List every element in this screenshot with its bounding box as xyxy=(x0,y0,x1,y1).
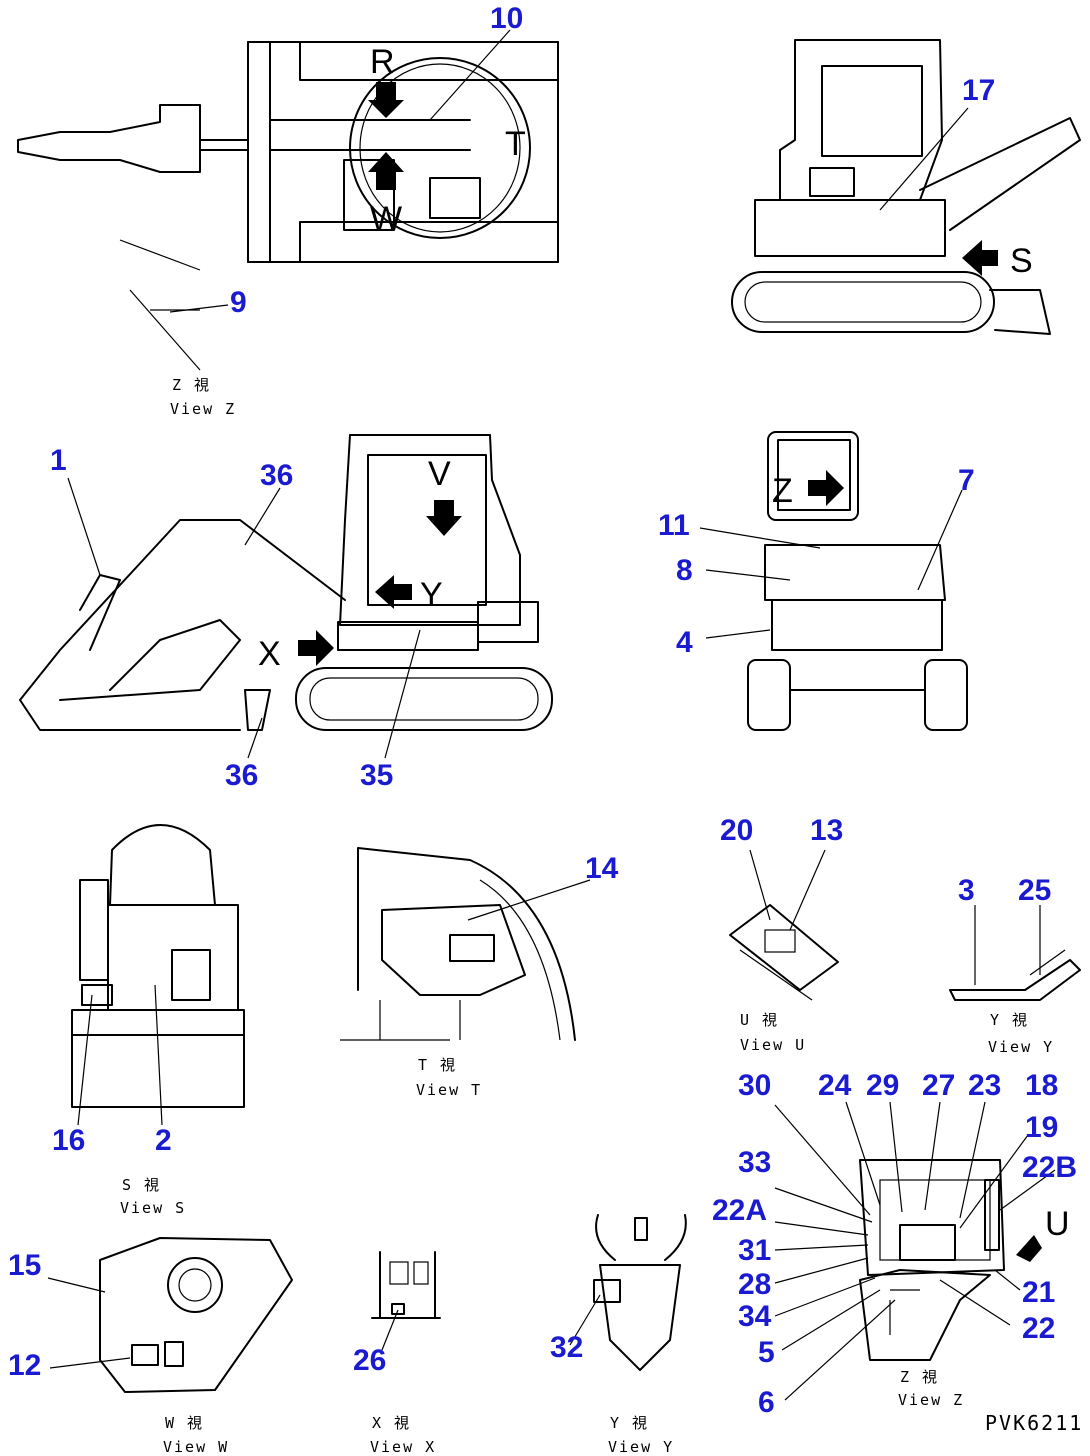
callout-16: 16 xyxy=(52,1124,85,1157)
callout-18: 18 xyxy=(1025,1069,1058,1102)
caption-u-en: View U xyxy=(740,1036,806,1054)
arrow-x xyxy=(298,630,334,666)
view-s-drawing xyxy=(71,824,245,1108)
callout-36-top: 36 xyxy=(260,459,293,492)
callout-3: 3 xyxy=(958,874,975,907)
caption-y-en: View Y xyxy=(608,1438,674,1456)
view-letter-r: R xyxy=(370,43,395,81)
callout-5: 5 xyxy=(758,1336,775,1369)
arrow-y xyxy=(375,575,412,609)
callout-31: 31 xyxy=(738,1234,771,1267)
callout-9: 9 xyxy=(230,286,247,319)
arrow-v xyxy=(426,500,462,536)
callout-20: 20 xyxy=(720,814,753,847)
callout-12: 12 xyxy=(8,1349,41,1382)
callout-numbers: 10 9 17 1 36 36 35 7 11 8 4 20 13 14 3 2… xyxy=(8,2,1077,1419)
caption-u-jp: U 視 xyxy=(740,1011,779,1029)
callout-19: 19 xyxy=(1025,1111,1058,1144)
callout-30: 30 xyxy=(738,1069,771,1102)
callout-6: 6 xyxy=(758,1386,775,1419)
callout-21: 21 xyxy=(1022,1276,1055,1309)
callout-25: 25 xyxy=(1018,874,1051,907)
caption-z-top-en: View Z xyxy=(170,400,236,418)
view-letter-v: V xyxy=(428,455,451,493)
callout-33: 33 xyxy=(738,1146,771,1179)
caption-z-top-jp: Z 視 xyxy=(172,376,211,394)
view-letter-t: T xyxy=(505,125,526,163)
view-captions: Z 視 View Z U 視 View U Y 視 View Y T 視 Vie… xyxy=(120,376,1054,1456)
view-letter-u: U xyxy=(1045,1205,1070,1243)
caption-z-jp: Z 視 xyxy=(900,1368,939,1386)
rear-side-machine-drawing xyxy=(731,39,1081,335)
callout-1: 1 xyxy=(50,444,67,477)
caption-x-jp: X 視 xyxy=(372,1414,411,1432)
callout-28: 28 xyxy=(738,1268,771,1301)
arrow-r xyxy=(368,82,404,118)
view-arrows xyxy=(298,82,1042,1262)
callout-8: 8 xyxy=(676,554,693,587)
view-y-small-drawing xyxy=(949,949,1081,1001)
callout-32: 32 xyxy=(550,1331,583,1364)
callout-26: 26 xyxy=(353,1344,386,1377)
view-letter-z: Z xyxy=(772,472,793,510)
callout-23: 23 xyxy=(968,1069,1001,1102)
callout-7: 7 xyxy=(958,464,975,497)
plan-view-drawing xyxy=(17,41,559,371)
view-x-drawing xyxy=(371,1251,441,1319)
callout-13: 13 xyxy=(810,814,843,847)
arrow-w xyxy=(368,152,404,190)
caption-y-small-en: View Y xyxy=(988,1038,1054,1056)
callout-22a: 22A xyxy=(712,1194,767,1227)
view-z-drawing xyxy=(859,1159,1005,1361)
callout-29: 29 xyxy=(866,1069,899,1102)
callout-24: 24 xyxy=(818,1069,852,1102)
arrow-s xyxy=(962,240,998,276)
caption-s-en: View S xyxy=(120,1199,186,1217)
callout-14: 14 xyxy=(585,852,619,885)
arrow-u xyxy=(1016,1235,1042,1262)
view-u-drawing xyxy=(729,904,839,1001)
view-t-drawing xyxy=(340,847,576,1041)
callout-11: 11 xyxy=(658,509,690,542)
caption-z-en: View Z xyxy=(898,1391,964,1409)
leader-lines xyxy=(47,29,1056,1401)
arrow-z xyxy=(808,470,844,506)
caption-w-en: View W xyxy=(163,1438,229,1456)
view-letter-y: Y xyxy=(420,576,443,614)
callout-22: 22 xyxy=(1022,1312,1055,1345)
callout-35: 35 xyxy=(360,759,393,792)
caption-t-en: View T xyxy=(416,1081,482,1099)
callout-4: 4 xyxy=(676,626,693,659)
caption-s-jp: S 視 xyxy=(122,1176,161,1194)
view-y-drawing xyxy=(593,1214,687,1371)
callout-17: 17 xyxy=(962,74,995,107)
callout-34: 34 xyxy=(738,1300,772,1333)
view-letter-s: S xyxy=(1010,242,1033,280)
view-letter-x: X xyxy=(258,635,281,673)
caption-w-jp: W 視 xyxy=(165,1414,204,1432)
view-letter-w: W xyxy=(370,200,402,238)
side-view-machine-drawing xyxy=(19,434,553,731)
caption-x-en: View X xyxy=(370,1438,436,1456)
drawing-code: PVK6211 xyxy=(985,1411,1083,1435)
rear-view-machine-drawing xyxy=(747,431,968,731)
caption-y-small-jp: Y 視 xyxy=(990,1011,1029,1029)
view-w-drawing xyxy=(99,1237,293,1393)
callout-27: 27 xyxy=(922,1069,955,1102)
callout-2: 2 xyxy=(155,1124,172,1157)
callout-36-bottom: 36 xyxy=(225,759,258,792)
caption-y-jp: Y 視 xyxy=(610,1414,649,1432)
callout-22b: 22B xyxy=(1022,1151,1077,1184)
callout-15: 15 xyxy=(8,1249,41,1282)
callout-10: 10 xyxy=(490,2,523,35)
caption-t-jp: T 視 xyxy=(418,1056,457,1074)
